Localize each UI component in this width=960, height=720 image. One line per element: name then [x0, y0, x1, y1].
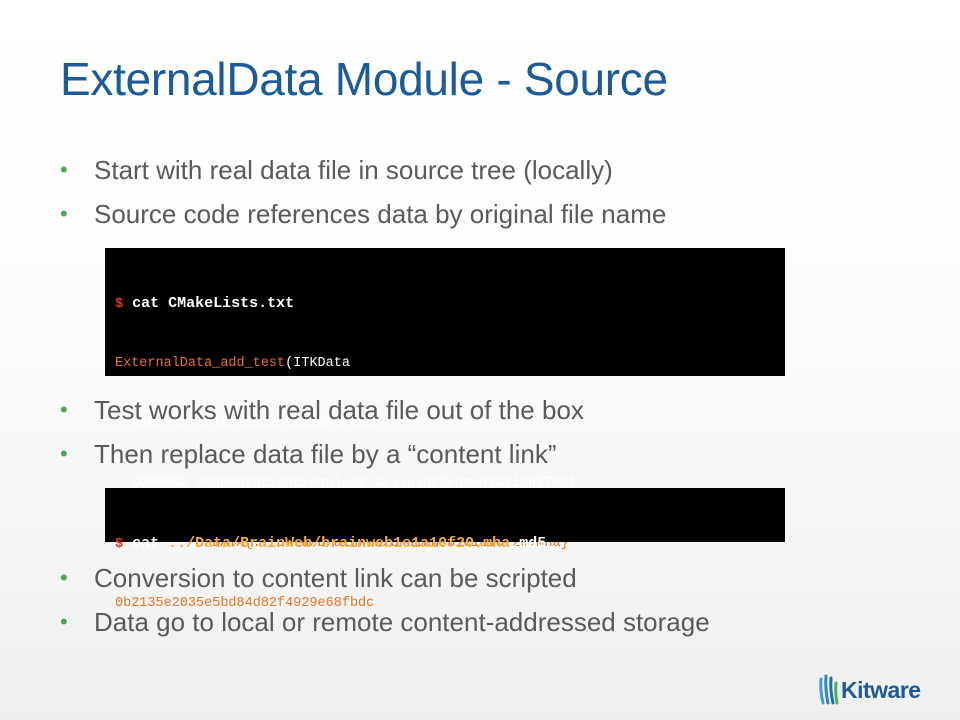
shell-command: cat CMakeLists.txt [123, 295, 295, 312]
bullet-dot-icon: • [60, 565, 68, 590]
bullet-list-top: • Start with real data file in source tr… [60, 148, 666, 236]
bullet-text: Start with real data file in source tree… [94, 155, 613, 185]
bullet-dot-icon: • [60, 397, 68, 422]
bullet-text: Test works with real data file out of th… [94, 395, 584, 425]
bullet-item: • Conversion to content link can be scri… [60, 556, 710, 600]
bullet-list-middle: • Test works with real data file out of … [60, 388, 584, 476]
content-link-path: ../Data/BrainWeb/brainweb1e1a10f20.mha [168, 535, 511, 552]
bullet-dot-icon: • [60, 157, 68, 182]
code-function-name: ExternalData_add_test [115, 356, 286, 371]
bullet-text: Then replace data file by a “content lin… [94, 439, 557, 469]
code-line: $ cat CMakeLists.txt [115, 294, 785, 314]
bullet-dot-icon: • [60, 441, 68, 466]
shell-command: cat [123, 535, 169, 552]
bullet-text: Source code references data by original … [94, 199, 667, 229]
code-block-cmakelists: $ cat CMakeLists.txt ExternalData_add_te… [105, 248, 785, 611]
bullet-text: Data go to local or remote content-addre… [94, 607, 710, 637]
code-block-md5: $ cat ../Data/BrainWeb/brainweb1e1a10f20… [105, 488, 785, 611]
code-text: (ITKData [285, 356, 350, 371]
code-line: NAME CellularSegmentation2Test [115, 416, 375, 431]
shell-prompt: $ [115, 297, 124, 312]
shell-command-suffix: .md5 [510, 535, 547, 552]
bullet-dot-icon: • [60, 201, 68, 226]
kitware-logo-text: Kitware [841, 676, 921, 703]
bullet-dot-icon: • [60, 609, 68, 634]
kitware-logo: Kitware [818, 672, 944, 708]
code-line: ...) [115, 596, 164, 611]
bullet-item: • Test works with real data file out of … [60, 388, 584, 432]
bullet-text: Conversion to content link can be script… [94, 563, 577, 593]
code-line: ExternalData_add_test(ITKData [115, 354, 785, 374]
kitware-logo-icon [819, 674, 839, 705]
bullet-item: • Start with real data file in source tr… [60, 148, 666, 192]
slide-title: ExternalData Module - Source [60, 53, 668, 105]
md5-hash: 0b2135e2035e5bd84d82f4929e68fbdc [115, 596, 375, 611]
bullet-item: • Data go to local or remote content-add… [60, 600, 710, 644]
bullet-list-bottom: • Conversion to content link can be scri… [60, 556, 710, 644]
bullet-item: • Source code references data by origina… [60, 192, 666, 236]
bullet-item: • Then replace data file by a “content l… [60, 432, 584, 476]
code-line: $ cat ../Data/BrainWeb/brainweb1e1a10f20… [115, 534, 785, 554]
shell-prompt: $ [115, 537, 124, 552]
code-line: COMMAND SegmentationExamples9 CellularSe… [115, 476, 577, 491]
